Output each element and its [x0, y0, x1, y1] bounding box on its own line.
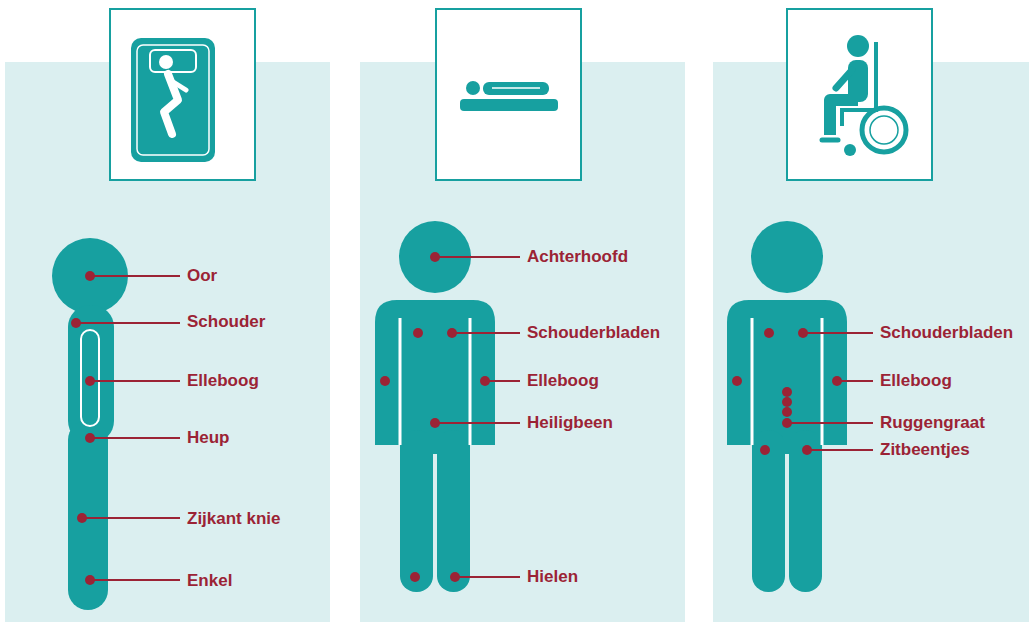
leader-line	[485, 380, 520, 382]
leader-line	[435, 422, 520, 424]
wheelchair-icon	[862, 108, 906, 152]
body-part-label: Zitbeentjes	[880, 440, 970, 460]
lying-icon	[492, 87, 540, 89]
body-figure	[751, 221, 823, 293]
pressure-dot	[430, 418, 440, 428]
bed-icon	[137, 45, 209, 155]
pressure-dot	[782, 407, 792, 417]
pressure-dot	[430, 252, 440, 262]
pressure-dot	[410, 572, 420, 582]
body-figure	[400, 318, 470, 445]
panel-background	[713, 62, 1029, 622]
body-part-label: Schouderbladen	[527, 323, 660, 343]
leader-line	[455, 576, 520, 578]
leader-line	[76, 257, 873, 580]
wheelchair-icon	[844, 144, 856, 156]
pressure-dot	[71, 318, 81, 328]
body-part-label: Elleboog	[527, 371, 599, 391]
body-figure	[400, 430, 433, 592]
body-part-label: Oor	[187, 266, 217, 286]
icon-box	[787, 9, 932, 180]
pressure-dot	[447, 328, 457, 338]
leader-line	[803, 332, 873, 334]
body-part-label: Schouderbladen	[880, 323, 1013, 343]
pressure-dot	[85, 271, 95, 281]
body-part-label: Elleboog	[187, 371, 259, 391]
body-part-label: Ruggengraat	[880, 413, 985, 433]
body-part-label: Heiligbeen	[527, 413, 613, 433]
body-part-label: Enkel	[187, 571, 232, 591]
pressure-dot	[380, 376, 390, 386]
icon-box	[110, 9, 932, 180]
lying-icon	[460, 99, 558, 111]
bed-icon	[170, 80, 186, 90]
wheelchair-icon	[822, 35, 906, 156]
body-part-label: Schouder	[187, 312, 265, 332]
bed-icon	[131, 38, 215, 162]
pressure-dot	[782, 418, 792, 428]
leader-line	[76, 322, 180, 324]
body-figure	[753, 440, 821, 454]
pressure-dot	[782, 387, 792, 397]
body-figure	[789, 430, 822, 592]
body-part-label: Hielen	[527, 567, 578, 587]
leader-line	[452, 332, 520, 334]
body-part-label: Elleboog	[880, 371, 952, 391]
pressure-dot	[760, 445, 770, 455]
pressure-dot	[450, 572, 460, 582]
leader-line	[90, 275, 180, 277]
leader-line	[90, 380, 180, 382]
body-figure	[81, 330, 99, 426]
pressure-dot	[77, 513, 87, 523]
icon-box	[110, 9, 255, 180]
body-figure	[752, 430, 785, 592]
pressure-dot	[85, 575, 95, 585]
wheelchair-icon	[847, 35, 869, 57]
body-figure	[375, 221, 495, 592]
leader-line	[787, 422, 873, 424]
pressure-dot	[832, 376, 842, 386]
body-part-label: Achterhoofd	[527, 247, 628, 267]
leader-line	[82, 517, 180, 519]
wheelchair-icon	[870, 116, 898, 144]
leader-line	[90, 579, 180, 581]
wheelchair-icon	[836, 70, 852, 88]
icon-box	[436, 9, 581, 180]
pressure-dot	[71, 252, 842, 585]
bed-icon	[150, 50, 196, 72]
lying-icon	[483, 82, 549, 95]
pressure-dot	[798, 328, 808, 338]
body-figure	[727, 221, 847, 592]
leader-line	[807, 449, 873, 451]
body-part-label: Heup	[187, 428, 230, 448]
bed-icon	[131, 38, 215, 162]
pressure-dot	[732, 376, 742, 386]
pressure-dot	[782, 397, 792, 407]
body-figure	[437, 430, 470, 592]
pressure-dot	[764, 328, 774, 338]
leader-line	[90, 437, 180, 439]
pressure-dot	[85, 433, 95, 443]
pressure-dot	[85, 376, 95, 386]
pressure-dot	[480, 376, 490, 386]
body-figure	[752, 318, 822, 445]
lying-icon	[460, 81, 558, 111]
body-part-label: Zijkant knie	[187, 509, 281, 529]
body-figure	[68, 420, 108, 610]
leader-line	[837, 380, 873, 382]
lying-icon	[466, 81, 480, 95]
wheelchair-icon	[822, 138, 838, 143]
pressure-dot	[802, 445, 812, 455]
body-figure	[52, 238, 128, 610]
pressure-dot	[413, 328, 423, 338]
leader-line	[435, 256, 520, 258]
bed-icon	[159, 55, 173, 69]
body-figure	[401, 440, 469, 454]
